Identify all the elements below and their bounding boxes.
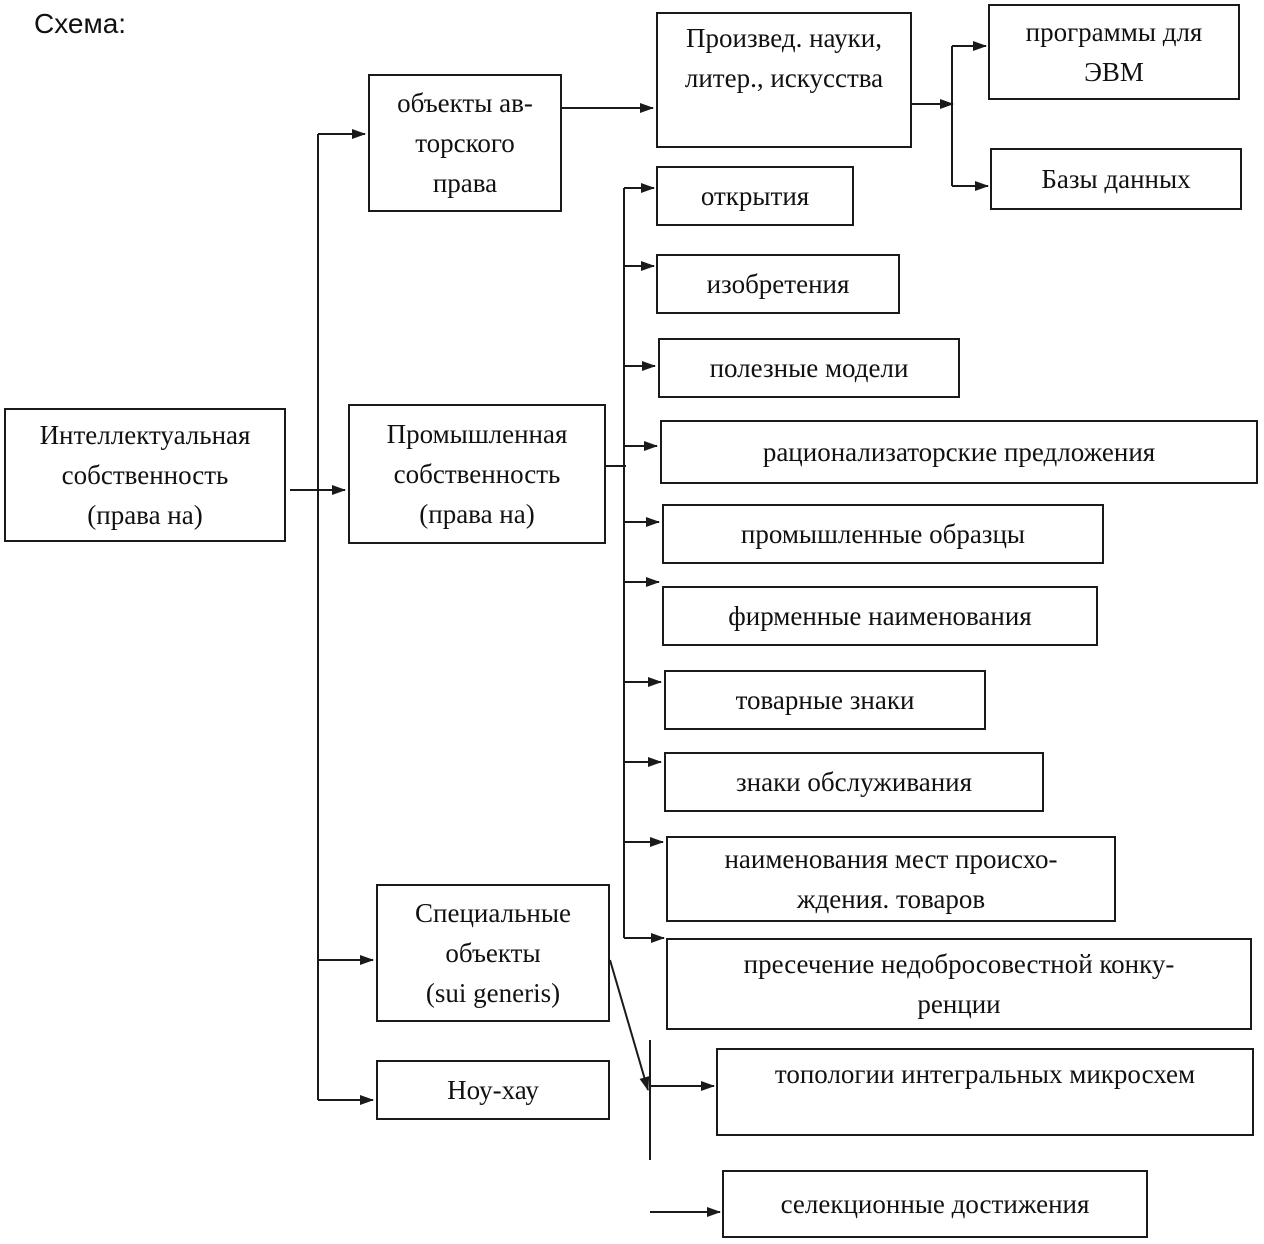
box-special-objects: Специальные объекты (sui generis)	[376, 884, 610, 1022]
box-copyright-objects: объекты ав- торского права	[368, 74, 562, 212]
box-breeding-achievements: селекционные достижения	[722, 1170, 1148, 1238]
box-industrial-property: Промышленная собственность (права на)	[348, 404, 606, 544]
box-utility-models: полезные модели	[658, 338, 960, 398]
box-computer-programs: программы для ЭВМ	[988, 4, 1240, 100]
box-ic-topologies: топологии интегральных микросхем	[716, 1048, 1254, 1136]
arrow-special-to-bus	[609, 959, 650, 1091]
scheme-label: Схема:	[34, 8, 127, 39]
box-appellations-of-origin: наименования мест происхо- ждения. товар…	[666, 836, 1116, 922]
box-trade-names: фирменные наименования	[662, 586, 1098, 646]
box-trademarks: товарные знаки	[664, 670, 986, 730]
box-databases: Базы данных	[990, 148, 1242, 210]
box-discoveries: открытия	[656, 166, 854, 226]
box-inventions: изобретения	[656, 254, 900, 314]
box-intellectual-property: Интеллектуальная собственность (права на…	[4, 408, 286, 542]
box-works: Произвед. науки, литер., искусства	[656, 12, 912, 148]
box-unfair-competition: пресечение недобросовестной конку- ренци…	[666, 938, 1252, 1030]
box-rationalization-proposals: рационализаторские предложения	[660, 420, 1258, 484]
box-know-how: Ноу-хау	[376, 1060, 610, 1120]
box-service-marks: знаки обслуживания	[664, 752, 1044, 812]
box-industrial-designs: промышленные образцы	[662, 504, 1104, 564]
